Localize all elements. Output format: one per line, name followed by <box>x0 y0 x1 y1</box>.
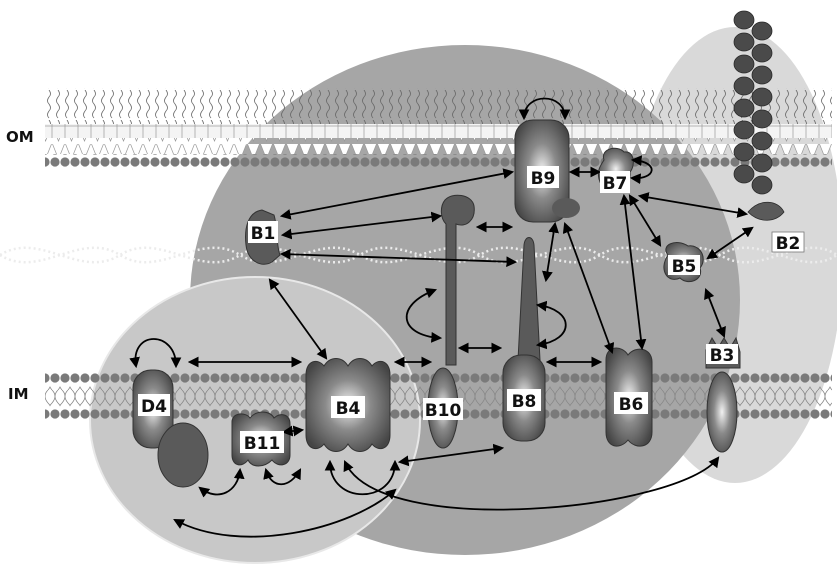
label-d4: D4 <box>141 397 167 417</box>
label-b1: B1 <box>251 224 276 244</box>
b2-helix <box>733 10 785 221</box>
label-outer-membrane: OM <box>6 128 34 146</box>
label-b2: B2 <box>776 234 801 254</box>
label-b3: B3 <box>710 346 735 366</box>
label-b4: B4 <box>336 399 361 419</box>
interaction-arrows <box>129 97 754 538</box>
label-b10: B10 <box>425 401 462 421</box>
protein-labels: B9 B7 B1 B2 B5 B3 D4 B4 B10 B8 B6 B11 <box>138 166 805 454</box>
label-b7: B7 <box>603 174 628 194</box>
label-b5: B5 <box>672 257 697 277</box>
outer-membrane <box>45 88 832 167</box>
label-b11: B11 <box>244 434 281 454</box>
label-b6: B6 <box>619 395 644 415</box>
label-b9: B9 <box>531 169 556 189</box>
label-b8: B8 <box>512 392 537 412</box>
label-inner-membrane: IM <box>8 385 29 403</box>
